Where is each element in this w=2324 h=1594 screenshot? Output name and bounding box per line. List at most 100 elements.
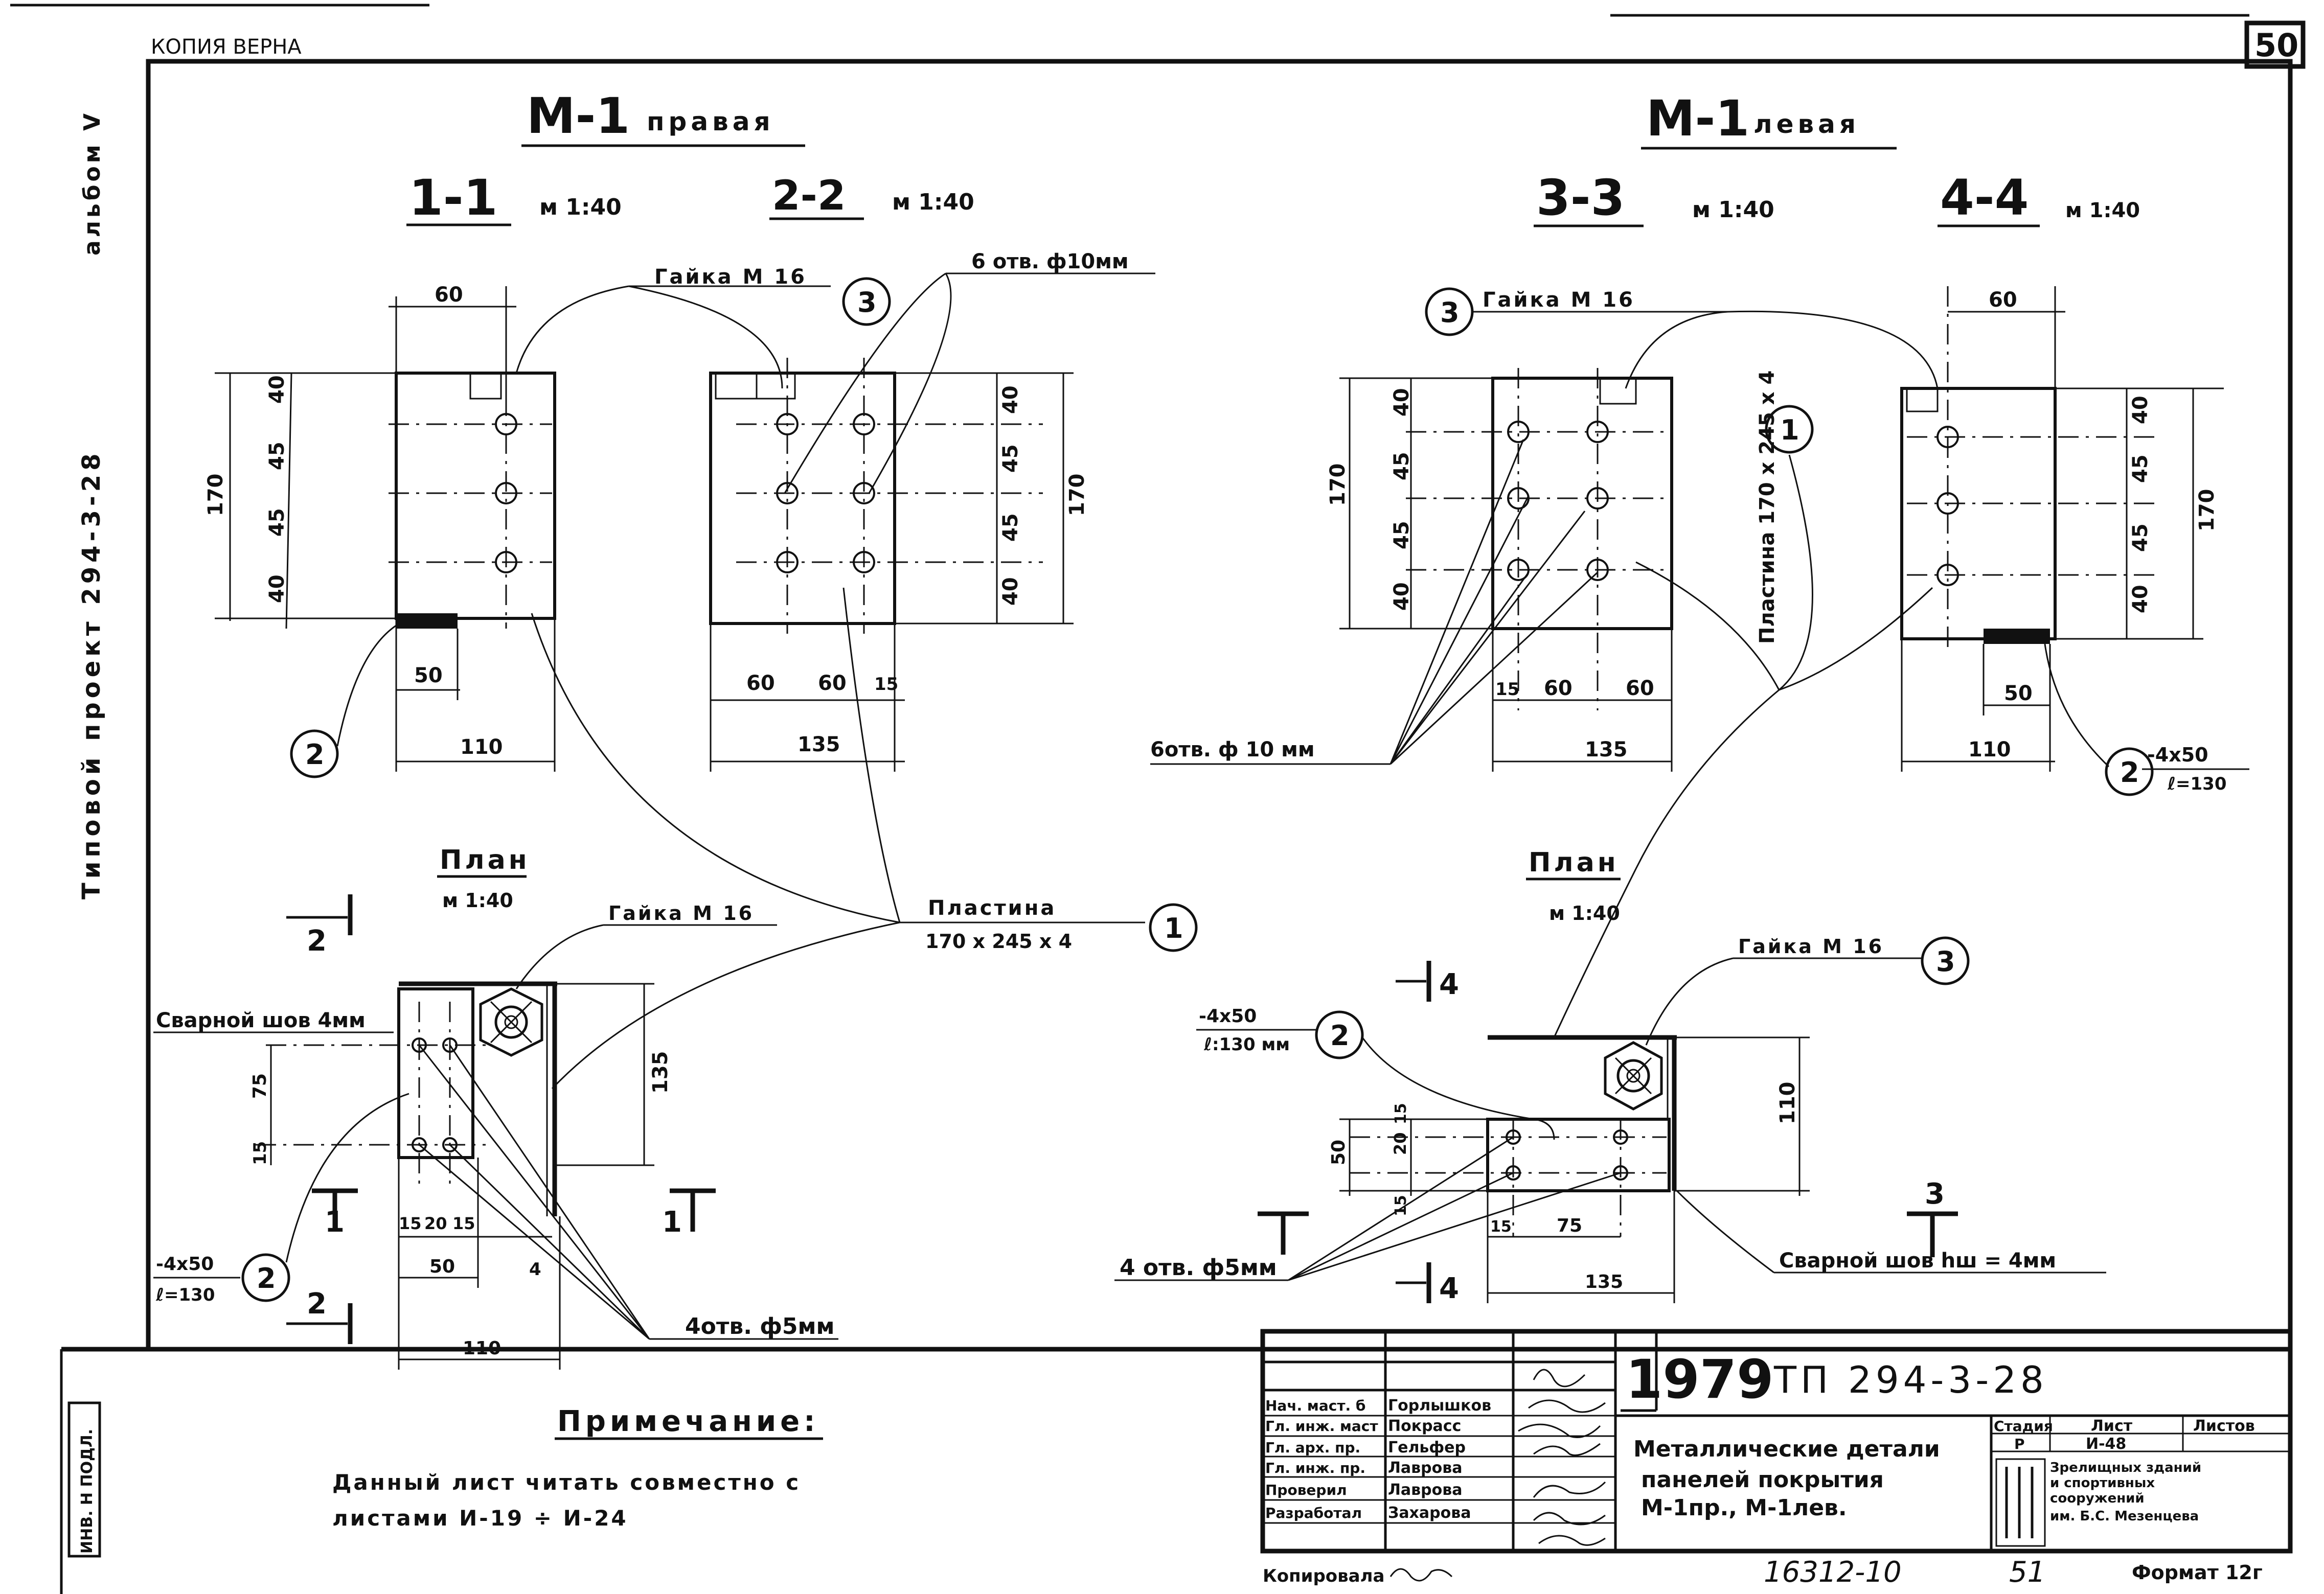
footer-format: Формат 12г <box>2132 1561 2263 1584</box>
section-3-3-scale: м 1:40 <box>1692 197 1774 223</box>
cut-3-label: 3 <box>1925 1177 1945 1211</box>
cut-4-bottom-label: 4 <box>1439 1272 1459 1305</box>
dim-60b-s33: 60 <box>1626 677 1654 700</box>
balloon-3-plan-l: 3 <box>1921 936 1970 985</box>
dim-170-s11: 170 <box>204 474 227 517</box>
dim-170-s44: 170 <box>2195 489 2219 532</box>
cut-1-left-label: 1 <box>325 1206 345 1239</box>
svg-text:3: 3 <box>1936 945 1955 978</box>
dim-135-s22: 135 <box>798 733 840 756</box>
weld-callout-plan-r: Сварной шов 4мм <box>156 1009 366 1032</box>
section-1-1-scale: м 1:40 <box>539 194 622 220</box>
sheet-number: 50 <box>2254 27 2298 64</box>
plate-callout: Пластина 170 х 245 х 4 1 <box>925 896 1198 953</box>
dim-45b-s44: 45 <box>2129 523 2152 552</box>
dim-60-s11: 60 <box>435 283 463 307</box>
svg-text:1: 1 <box>1780 414 1799 446</box>
svg-text:3: 3 <box>857 286 877 318</box>
project-side-label: Типовой проект 294-3-28 <box>77 449 106 899</box>
dim-135-s33: 135 <box>1585 738 1628 761</box>
section-4-4-drawing <box>1900 286 2224 772</box>
svg-text:Лаврова: Лаврова <box>1388 1481 1462 1499</box>
dim-110-plan-r: 110 <box>463 1338 501 1359</box>
dim-15c-plan-r: 15 <box>452 1214 475 1233</box>
strip-callout-s44: -4х50 <box>2147 744 2208 766</box>
title-m1-left: М-1 <box>1646 90 1749 147</box>
dim-60b-s22: 60 <box>818 672 847 695</box>
dim-40a-s44: 40 <box>2129 396 2152 424</box>
section-4-4-label: 4-4 <box>1940 169 2029 226</box>
dim-50-plan-l: 50 <box>1328 1140 1349 1165</box>
svg-text:Разработал: Разработал <box>1265 1505 1362 1521</box>
cut-4-top-label: 4 <box>1439 968 1459 1001</box>
dim-170-s22: 170 <box>1065 474 1089 517</box>
dim-15a-plan-r: 15 <box>250 1141 270 1165</box>
balloon-2-s44: 2 <box>2044 643 2154 796</box>
dim-45a-s11: 45 <box>265 442 289 470</box>
left-part-title: М-1 левая <box>1641 90 1897 150</box>
stamp-title-1: Металлические детали <box>1633 1436 1940 1462</box>
dim-15c-plan-l: 15 <box>1490 1218 1512 1236</box>
svg-text:3: 3 <box>1440 296 1460 329</box>
right-part-title: М-1 правая <box>521 87 805 147</box>
stamp-org-2: и спортивных <box>2050 1475 2155 1491</box>
holes5-callout: 4отв. ф5мм <box>685 1313 834 1339</box>
dim-60a-s33: 60 <box>1544 677 1573 700</box>
svg-text:Горлышков: Горлышков <box>1388 1397 1491 1415</box>
dim-50-s44: 50 <box>2004 682 2033 705</box>
svg-text:Лаврова: Лаврова <box>1388 1459 1462 1477</box>
stamp-stage-value: Р <box>2014 1436 2025 1452</box>
strip-callout-plan-l: -4х50 <box>1199 1006 1257 1027</box>
svg-text:1: 1 <box>1164 912 1183 944</box>
stamp-code: ТП 294-3-28 <box>1773 1358 2048 1401</box>
copier-signature <box>1389 1568 1453 1582</box>
dim-15b-plan-r: 15 <box>399 1214 422 1233</box>
note-line-1: Данный лист читать совместно с <box>332 1470 801 1495</box>
stamp-sheet-value: И-48 <box>2086 1435 2126 1453</box>
title-right-sub: правая <box>647 107 774 136</box>
section-1-1-label: 1-1 <box>409 169 497 226</box>
inventory-side-label: ИНВ. Н ПОДЛ. <box>78 1429 96 1554</box>
balloon-3-s11: 3 <box>842 277 891 326</box>
footer-number: 16312-10 <box>1764 1556 1902 1589</box>
svg-text:Проверил: Проверил <box>1265 1482 1347 1498</box>
balloon-2-plan-r: 2 <box>241 1093 409 1302</box>
section-4-4-scale: м 1:40 <box>2065 199 2140 222</box>
svg-text:2: 2 <box>305 738 325 771</box>
dim-45b-s22: 45 <box>999 513 1022 542</box>
cut-1-right-label: 1 <box>662 1206 682 1239</box>
dim-40a-s33: 40 <box>1390 388 1414 417</box>
dim-45a-s22: 45 <box>999 444 1022 473</box>
dim-45b-s33: 45 <box>1390 521 1414 549</box>
plan-right-title: План <box>440 845 530 875</box>
stamp-sheet-header: Лист <box>2091 1417 2133 1435</box>
strip-len-plan-l: ℓ:130 мм <box>1203 1034 1290 1055</box>
svg-text:170 х 245 х 4: 170 х 245 х 4 <box>925 930 1072 953</box>
plan-left-title: План <box>1529 847 1619 878</box>
plan-right-drawing <box>256 894 716 1370</box>
dim-135-plan-r: 135 <box>649 1051 672 1094</box>
dim-110-s44: 110 <box>1968 738 2011 761</box>
dim-60-s44: 60 <box>1989 288 2017 312</box>
svg-text:Захарова: Захарова <box>1388 1504 1471 1522</box>
note-title: Примечание: <box>557 1405 819 1438</box>
dim-20-plan-r: 20 <box>424 1214 447 1233</box>
dim-60a-s22: 60 <box>746 672 775 695</box>
dim-110-s11: 110 <box>460 735 503 759</box>
stamp-org-3: сооружений <box>2050 1491 2145 1506</box>
svg-text:2: 2 <box>1330 1020 1350 1052</box>
dim-135-plan-l: 135 <box>1585 1272 1623 1292</box>
title-m1-right: М-1 <box>527 87 630 145</box>
holes10-callout-left: 6отв. ф 10 мм <box>1150 738 1315 761</box>
dim-40b-s33: 40 <box>1390 582 1414 611</box>
dim-20-plan-l: 20 <box>1391 1132 1410 1155</box>
dim-50-plan-r: 50 <box>429 1256 455 1277</box>
section-2-2-drawing <box>709 358 1074 772</box>
section-3-3-label: 3-3 <box>1536 169 1625 226</box>
note-block: Примечание: Данный лист читать совместно… <box>332 1405 823 1531</box>
nut-callout-s33: Гайка М 16 <box>1483 288 1635 312</box>
copied-by-label: Копировала <box>1263 1566 1384 1586</box>
cut-2-bottom-label: 2 <box>307 1287 327 1321</box>
balloon-2-plan-l: 2 <box>1315 1010 1555 1140</box>
strip-callout-plan-r: -4х50 <box>156 1254 214 1275</box>
